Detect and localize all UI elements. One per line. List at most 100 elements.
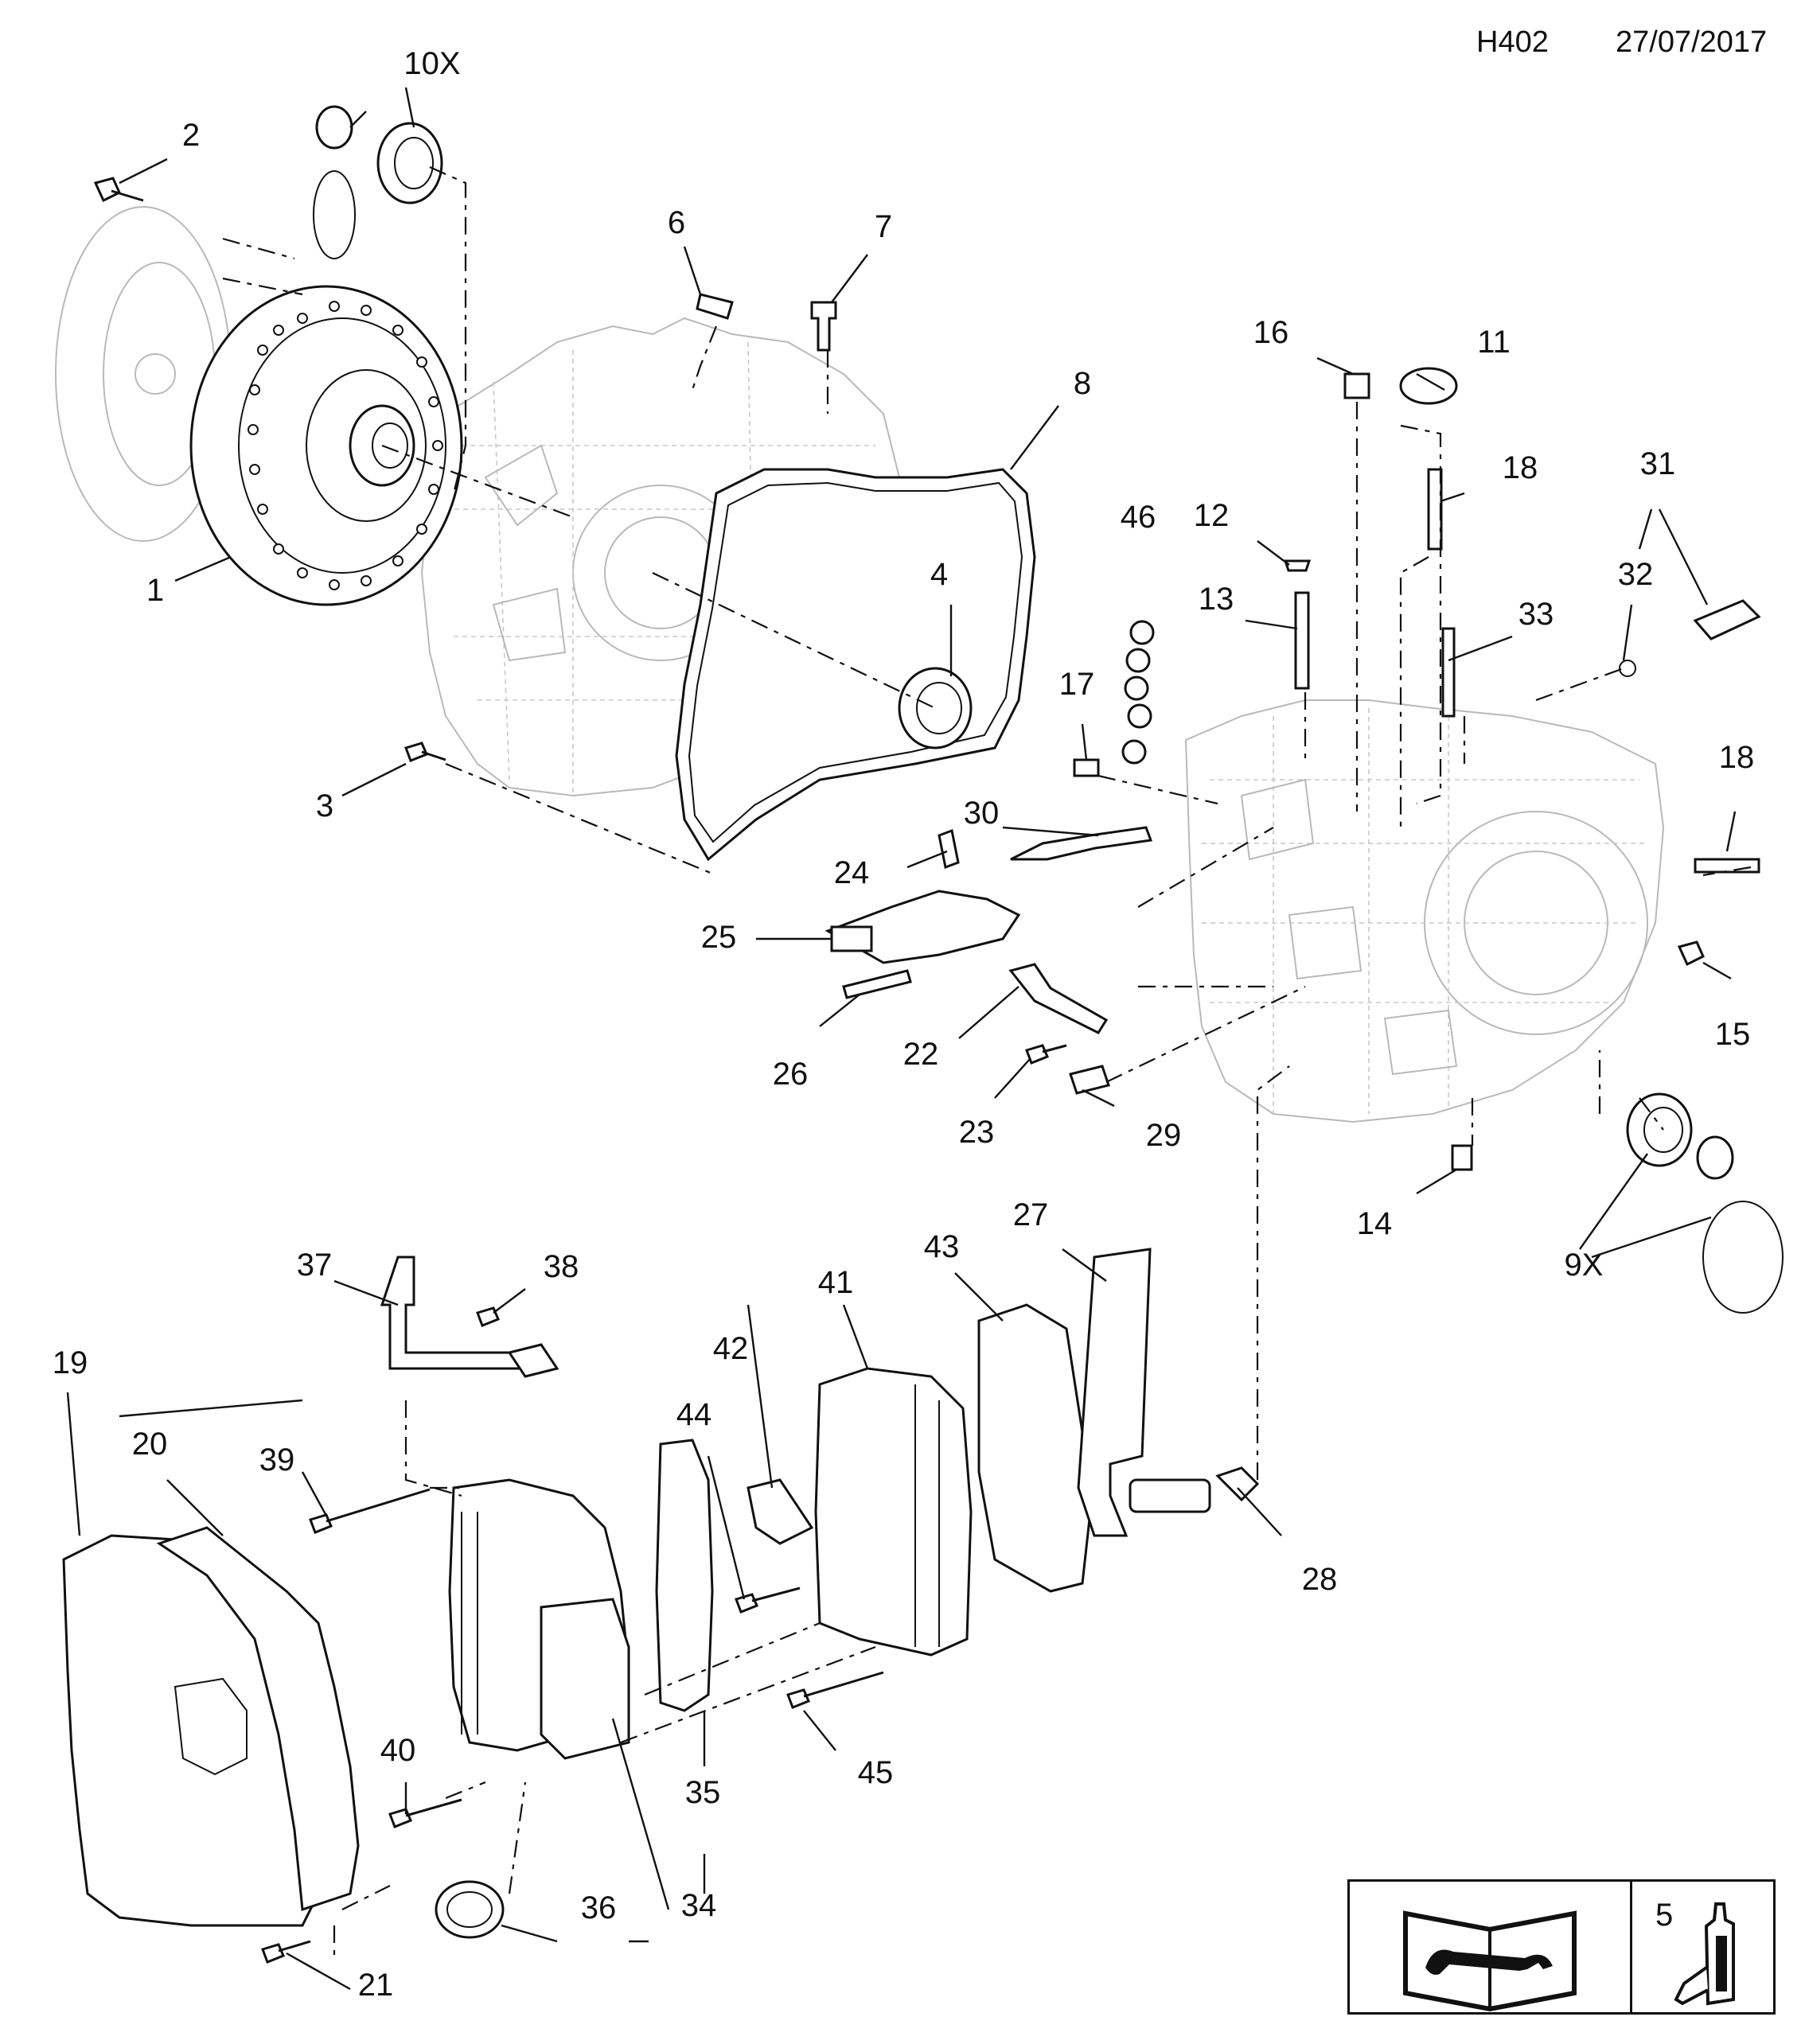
- bolt-26: [842, 969, 912, 999]
- ring-32: [1619, 660, 1636, 677]
- bolt-40: [388, 1798, 462, 1828]
- callout-40: 40: [380, 1733, 416, 1768]
- part-29: [1069, 1065, 1110, 1095]
- callout-41: 41: [817, 1265, 854, 1300]
- adhesive-bottle-icon: [1674, 1902, 1735, 2006]
- plug-16: [1343, 372, 1370, 399]
- callout-27: 27: [1012, 1197, 1049, 1232]
- bolt-21: [261, 1940, 311, 1964]
- part-31: [1693, 599, 1761, 640]
- callout-20: 20: [131, 1427, 168, 1462]
- plug-7: [810, 301, 837, 352]
- callout-15: 15: [1714, 1017, 1751, 1052]
- callout-22: 22: [902, 1037, 939, 1072]
- part-46: [1121, 620, 1155, 765]
- legend-number: 5: [1655, 1898, 1674, 1933]
- callout-34-bottom: 34: [680, 1888, 717, 1923]
- plate-43: [977, 1303, 1092, 1593]
- service-manual-wrench-icon: [1403, 1910, 1577, 2012]
- seal-10x: [313, 105, 443, 259]
- callout-25: 25: [700, 920, 737, 955]
- bolt-44b: [735, 1587, 801, 1614]
- callout-12: 12: [1193, 498, 1230, 533]
- assembly-lines: [222, 165, 1752, 1957]
- callout-17: 17: [1058, 667, 1095, 702]
- callout-11: 11: [1477, 325, 1511, 360]
- callout-38: 38: [543, 1249, 579, 1284]
- callout-10x: 10X: [403, 46, 461, 81]
- callout-2: 2: [181, 118, 201, 153]
- valve-body-41: [814, 1367, 973, 1657]
- callout-6: 6: [667, 205, 686, 240]
- transmission-case-right: [1184, 699, 1665, 1123]
- gasket-8: [675, 468, 1036, 862]
- callout-46: 46: [1120, 500, 1156, 535]
- callout-42: 42: [712, 1331, 749, 1366]
- pin-13: [1294, 591, 1310, 690]
- torque-converter: [189, 285, 463, 606]
- callout-7: 7: [874, 209, 893, 244]
- part-27: [1077, 1248, 1152, 1537]
- callout-37: 37: [296, 1248, 333, 1283]
- diagram-code: H402: [1476, 25, 1549, 59]
- callout-36: 36: [580, 1890, 617, 1925]
- callout-35: 35: [684, 1775, 721, 1810]
- callout-19: 19: [52, 1345, 88, 1380]
- callout-1: 1: [146, 573, 165, 608]
- part-42: [747, 1478, 814, 1545]
- callout-18-right: 18: [1718, 740, 1755, 775]
- callout-30: 30: [963, 796, 1000, 831]
- bolt-45: [786, 1671, 884, 1709]
- callout-26: 26: [772, 1057, 809, 1092]
- callout-32: 32: [1617, 557, 1654, 592]
- stud-18a: [1427, 468, 1443, 551]
- callout-45: 45: [857, 1755, 894, 1790]
- cap-11: [1399, 367, 1458, 405]
- tcm-34: [448, 1478, 630, 1760]
- callout-21: 21: [357, 1968, 394, 2003]
- callout-28: 28: [1301, 1562, 1338, 1597]
- seal-4: [898, 667, 973, 749]
- callout-3: 3: [315, 788, 334, 823]
- callout-31: 31: [1639, 446, 1676, 481]
- callout-16: 16: [1253, 315, 1289, 350]
- part-28: [1215, 1466, 1260, 1502]
- bolt-39: [309, 1488, 431, 1534]
- callout-24: 24: [833, 855, 870, 890]
- harness-25: [825, 890, 1021, 964]
- callout-18-top: 18: [1502, 450, 1538, 485]
- bolt-3: [404, 742, 446, 762]
- legend-divider: [1630, 1882, 1632, 2012]
- part-6: [696, 293, 734, 320]
- pin-33: [1441, 627, 1456, 718]
- callout-39: 39: [259, 1442, 295, 1478]
- callout-29: 29: [1145, 1118, 1182, 1153]
- part-24: [938, 828, 960, 870]
- seal-36: [435, 1880, 505, 1939]
- part-17: [1073, 758, 1100, 777]
- callout-8: 8: [1073, 366, 1092, 401]
- seal-9x: [1626, 1092, 1784, 1314]
- stud-18b: [1694, 858, 1760, 874]
- bolt-23: [1025, 1044, 1067, 1065]
- callout-14: 14: [1356, 1206, 1393, 1241]
- part-38: [476, 1306, 559, 1378]
- bolt-2: [93, 177, 144, 203]
- callout-13: 13: [1198, 582, 1234, 617]
- legend-box: 5: [1347, 1879, 1776, 2015]
- callout-9x: 9X: [1564, 1248, 1604, 1283]
- separator-44: [655, 1439, 714, 1712]
- gasket-20: [156, 1526, 360, 1912]
- callout-44: 44: [676, 1397, 712, 1432]
- part-12: [1283, 559, 1312, 572]
- plug-14: [1451, 1144, 1473, 1171]
- part-22: [1008, 963, 1109, 1034]
- diagram-date: 27/07/2017: [1616, 25, 1768, 59]
- leader-lines: [66, 87, 1737, 1991]
- bolt-15: [1677, 940, 1705, 967]
- part-30: [1010, 826, 1153, 861]
- sensor-28: [1129, 1478, 1211, 1513]
- callout-23: 23: [958, 1115, 995, 1150]
